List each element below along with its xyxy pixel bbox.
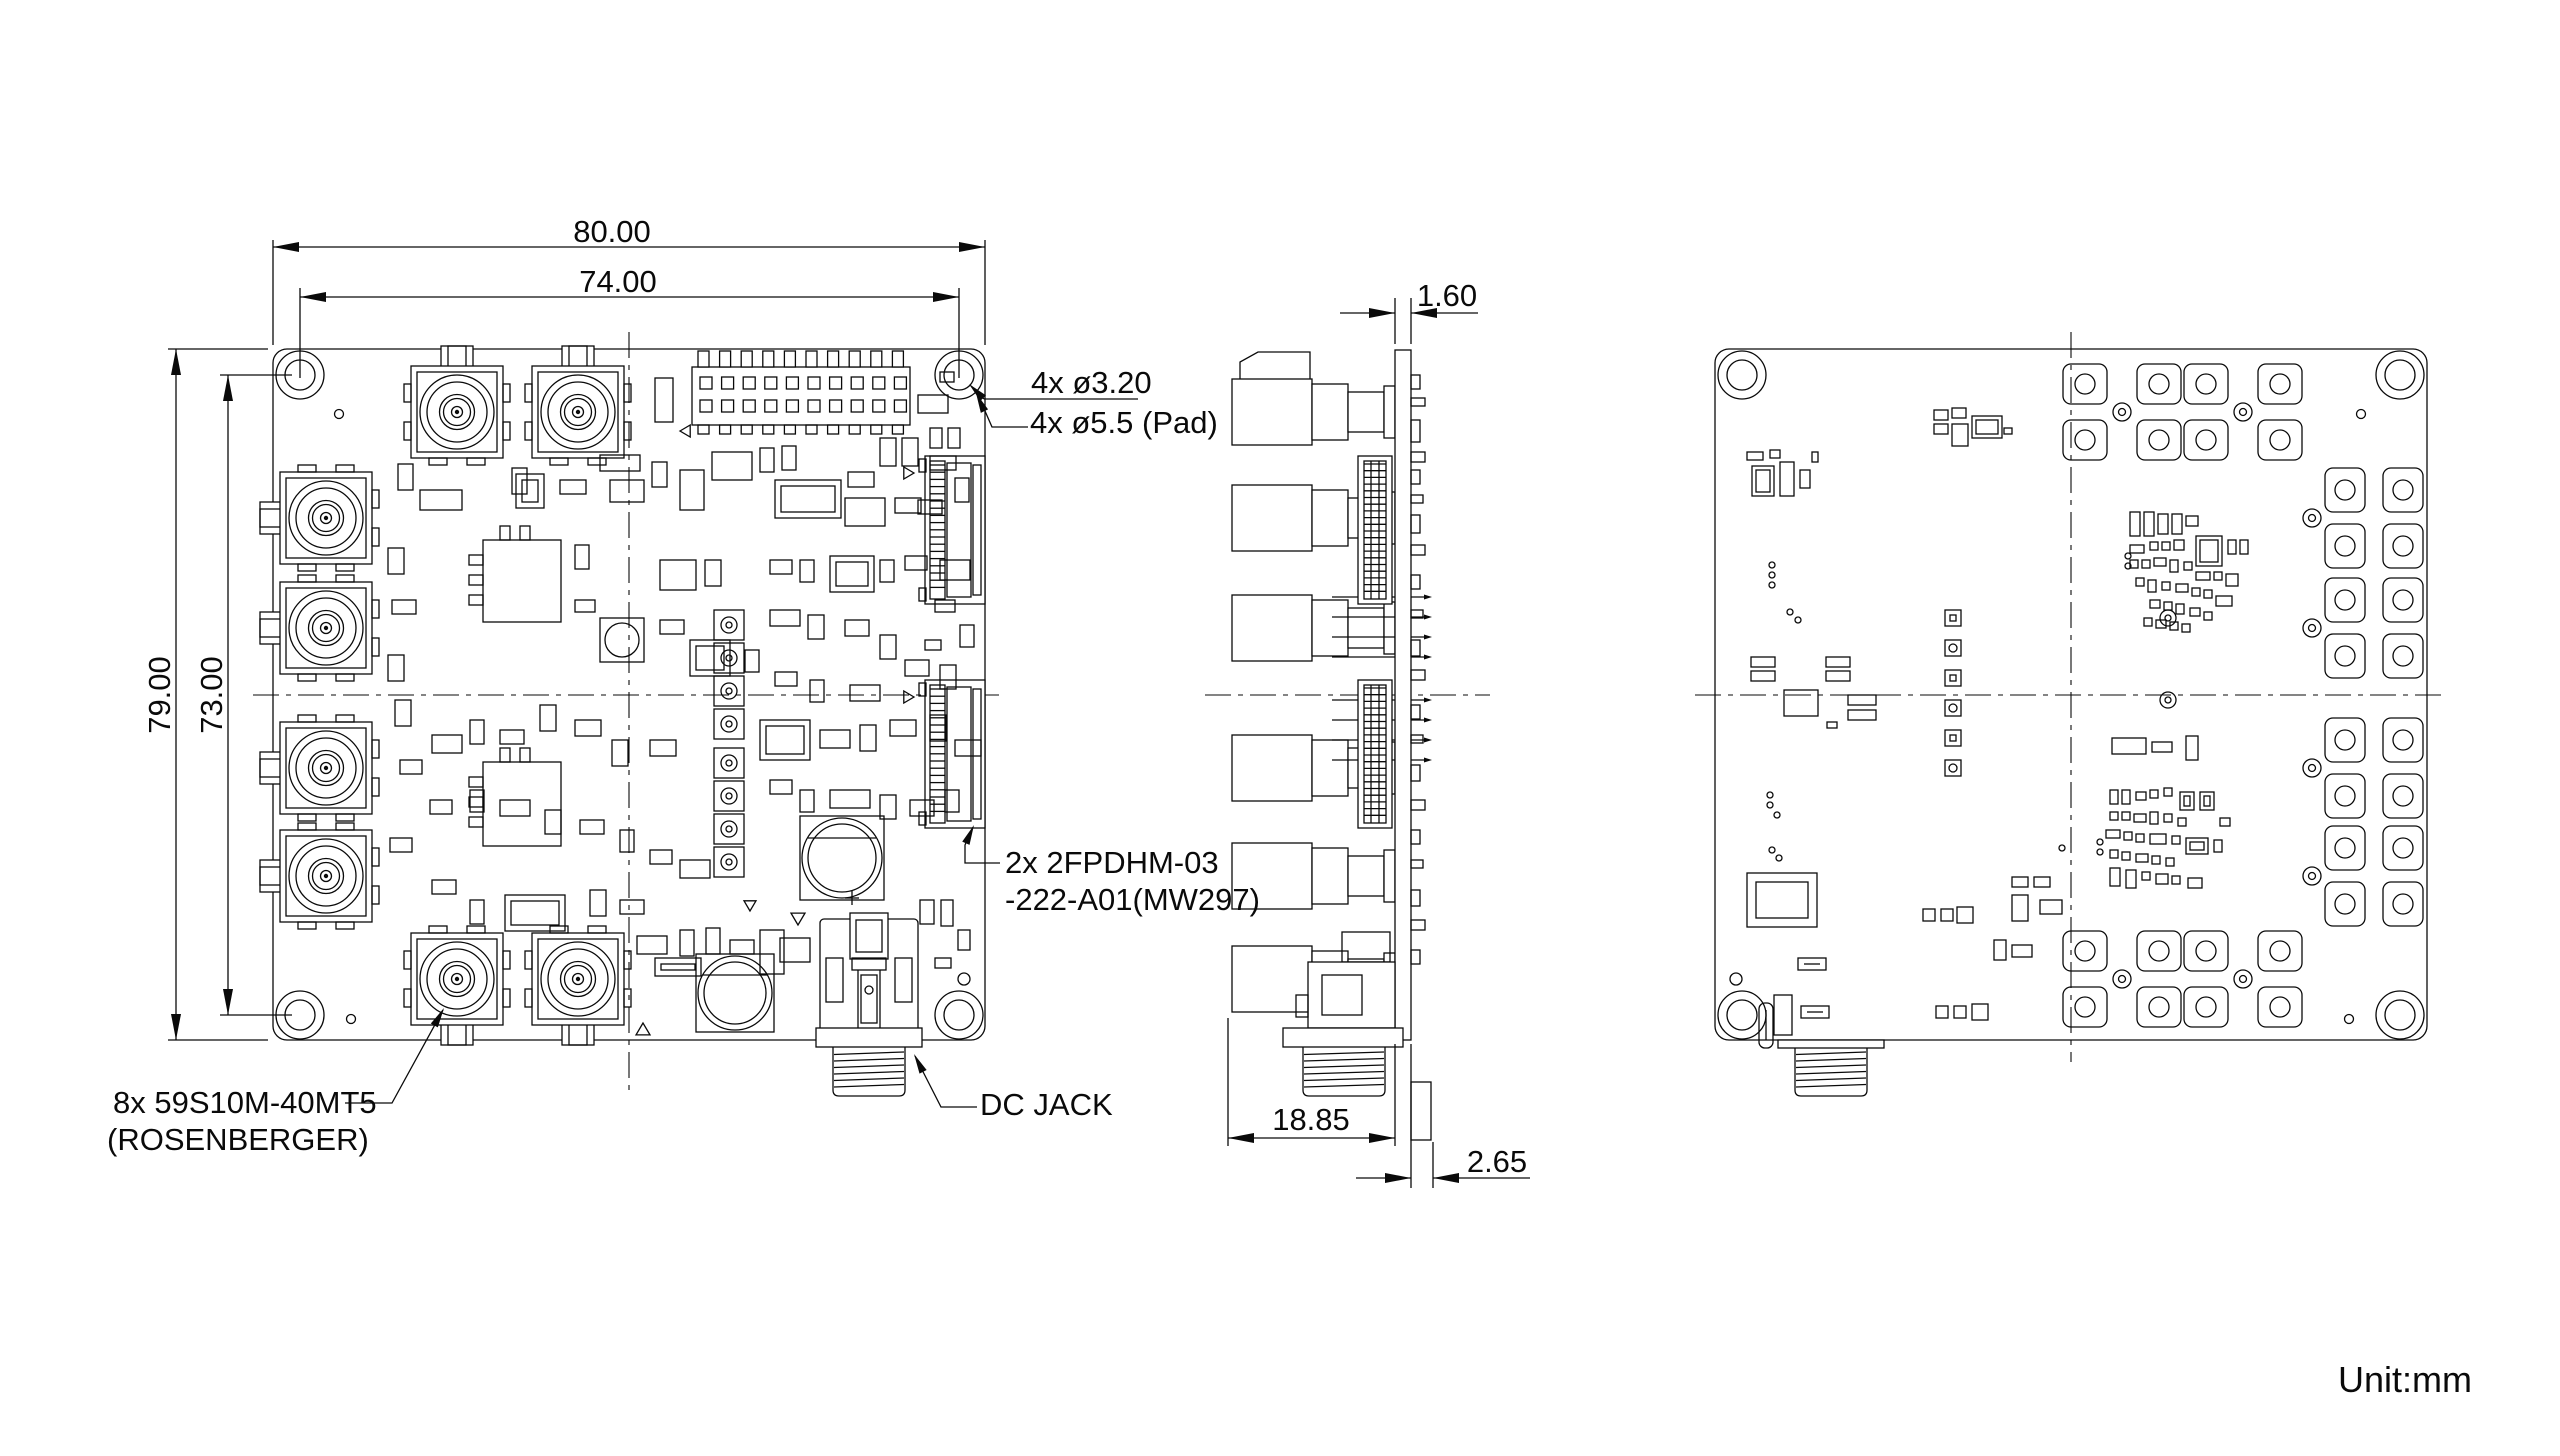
- label-coax-connector-line1: 8x 59S10M-40MT5: [113, 1085, 377, 1120]
- dim-hole-pitch-h: 74.00: [579, 264, 657, 299]
- label-mounting-pad: 4x ø5.5 (Pad): [1030, 405, 1218, 440]
- label-dc-jack: DC JACK: [980, 1087, 1113, 1122]
- dim-board-height: 79.00: [142, 656, 177, 734]
- side-view: [1205, 349, 1490, 1141]
- label-mounting-hole: 4x ø3.20: [1031, 365, 1152, 400]
- back-view: [1695, 332, 2447, 1097]
- label-coax-connector-line2: (ROSENBERGER): [107, 1122, 369, 1157]
- front-view: [253, 332, 1005, 1097]
- dim-hole-pitch-v: 73.00: [194, 656, 229, 734]
- dim-pcb-thickness: 1.60: [1417, 278, 1477, 313]
- dimension-texts: 80.00 74.00 79.00 73.00 1.60 18.85 2.65 …: [107, 214, 2472, 1400]
- label-ffc-connector-line2: -222-A01(MW297): [1005, 882, 1260, 917]
- label-ffc-connector-line1: 2x 2FPDHM-03: [1005, 845, 1219, 880]
- dim-bottom-clearance: 2.65: [1467, 1144, 1527, 1179]
- dim-jack-protrusion: 18.85: [1272, 1102, 1350, 1137]
- dimension-lines: [168, 240, 1530, 1188]
- dim-board-width: 80.00: [573, 214, 651, 249]
- unit-note: Unit:mm: [2338, 1359, 2472, 1400]
